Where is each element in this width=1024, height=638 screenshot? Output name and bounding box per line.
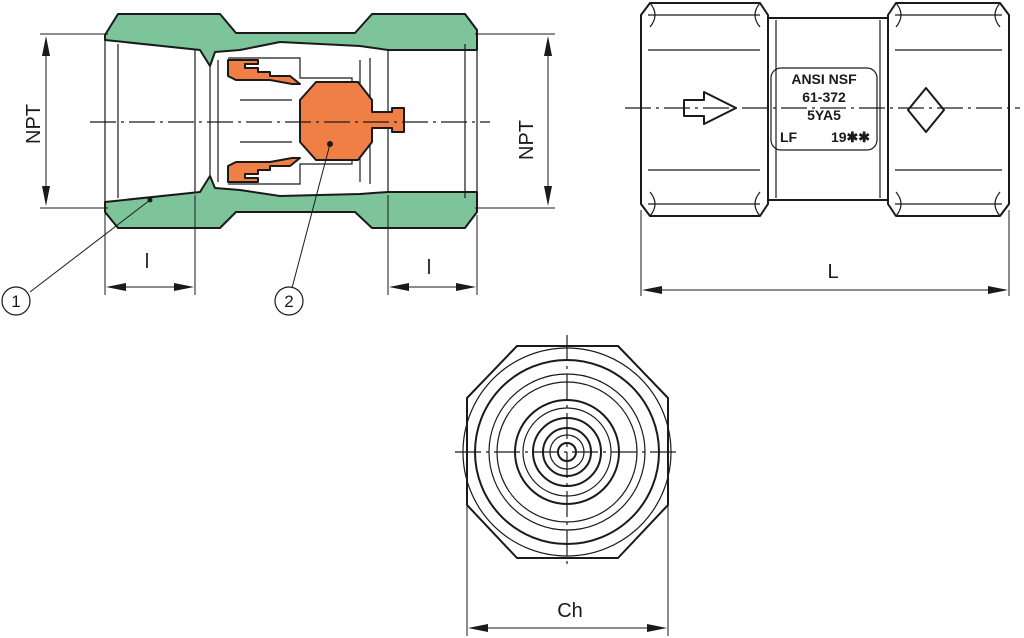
l-left-label: l: [145, 251, 149, 273]
valve-body-lower: [104, 175, 478, 229]
side-hex-left-flats: [648, 14, 760, 205]
L-arrow-right: [988, 286, 1008, 294]
balloon-1-leader: [29, 199, 151, 293]
l-left-arrow-2: [174, 283, 194, 291]
marking-line-3: 5YA5: [807, 107, 841, 123]
L-arrow-left: [642, 286, 662, 294]
end-view: Ch: [455, 335, 680, 636]
marking-line-1: ANSI NSF: [791, 71, 857, 87]
side-hex-right-flats: [895, 14, 1002, 205]
side-hex-right: [887, 2, 1010, 217]
l-left-arrow-1: [106, 283, 126, 291]
section-view: NPT NPT l l 1 2: [1, 13, 555, 316]
marking-line-2: 61-372: [802, 89, 846, 105]
valve-body-upper: [104, 13, 478, 67]
ch-arrow-left: [468, 624, 488, 632]
right-arrow-icon: [683, 91, 737, 125]
npt-left-arrow-top: [42, 36, 50, 56]
npt-left-label: NPT: [23, 104, 45, 144]
marking-plate: ANSI NSF 61-372 5YA5 LF 19✱✱: [770, 67, 878, 151]
npt-right-arrow-top: [544, 36, 552, 56]
balloon-2: [274, 286, 304, 316]
balloon-2-leader: [291, 143, 331, 289]
spring-coils: [240, 79, 292, 163]
ch-arrow-right: [647, 624, 667, 632]
L-label: L: [827, 261, 838, 283]
side-view: ANSI NSF 61-372 5YA5 LF 19✱✱ L: [625, 2, 1020, 296]
end-hexagon: [466, 345, 669, 559]
side-hex-right-chamfers: [895, 2, 1001, 217]
poppet: [299, 81, 405, 161]
npt-left-arrow-bottom: [42, 186, 50, 206]
l-right-arrow-2: [456, 283, 476, 291]
balloon-1: [1, 286, 31, 316]
balloon-1-label: 1: [11, 292, 20, 311]
marking-line-4-left: LF: [780, 129, 798, 145]
retainer-lower: [227, 157, 301, 183]
npt-right-label: NPT: [516, 120, 538, 160]
balloon-2-label: 2: [284, 292, 293, 311]
l-right-arrow-1: [389, 283, 409, 291]
side-hex-left: [640, 2, 769, 217]
diamond-icon: [907, 87, 945, 133]
retainer-upper: [227, 59, 301, 85]
ch-label: Ch: [557, 600, 583, 622]
marking-border: [770, 67, 878, 151]
npt-right-arrow-bottom: [544, 186, 552, 206]
side-hex-left-chamfers: [649, 2, 761, 217]
marking-line-4-right: 19✱✱: [831, 129, 870, 145]
l-right-label: l: [427, 257, 431, 279]
